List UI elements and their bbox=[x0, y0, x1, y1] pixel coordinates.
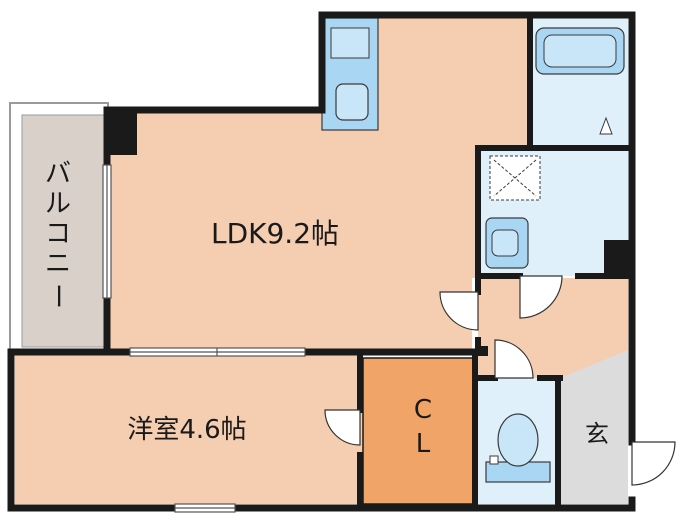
balcony-floor bbox=[21, 114, 105, 348]
closet-floor bbox=[363, 358, 475, 504]
western-room-label: 洋室4.6帖 bbox=[127, 415, 246, 445]
wall-pillar bbox=[107, 110, 137, 155]
washing-machine-cross bbox=[493, 159, 537, 197]
balcony-label: バ ル コ ニ ー bbox=[42, 159, 72, 309]
washroom-door-swing bbox=[519, 275, 563, 319]
windows bbox=[102, 164, 306, 513]
western-room-floor bbox=[15, 352, 363, 504]
balcony-char: ー bbox=[42, 283, 72, 309]
stove-icon bbox=[335, 83, 369, 121]
bathtub-basin bbox=[543, 34, 617, 68]
toilet-icon bbox=[497, 413, 539, 467]
entrance-floor bbox=[560, 350, 628, 504]
balcony-char: ル bbox=[45, 189, 71, 219]
balcony-char: ニ bbox=[45, 249, 71, 279]
closet-label-c: C bbox=[414, 395, 432, 425]
closet-label-l: L bbox=[416, 429, 431, 459]
doors bbox=[324, 275, 676, 486]
toilet-paper bbox=[489, 455, 499, 465]
kitchen-sink bbox=[330, 27, 370, 59]
closet-outline bbox=[362, 357, 476, 505]
wall-pillar bbox=[478, 346, 488, 356]
ldk-label: LDK9.2帖 bbox=[211, 217, 339, 250]
ldk-floor bbox=[107, 18, 530, 352]
western-room-door-swing bbox=[324, 409, 361, 446]
shower-icon bbox=[599, 116, 613, 135]
wash-basin-bowl bbox=[491, 229, 519, 257]
ldk-door-swing bbox=[439, 291, 479, 331]
balcony-char: バ bbox=[45, 159, 71, 189]
entrance-label: 玄 bbox=[585, 420, 609, 448]
entrance-door-swing bbox=[631, 441, 676, 486]
balcony-char: コ bbox=[45, 219, 71, 249]
toilet-door-swing bbox=[494, 339, 534, 379]
wall-pillar bbox=[604, 240, 632, 276]
